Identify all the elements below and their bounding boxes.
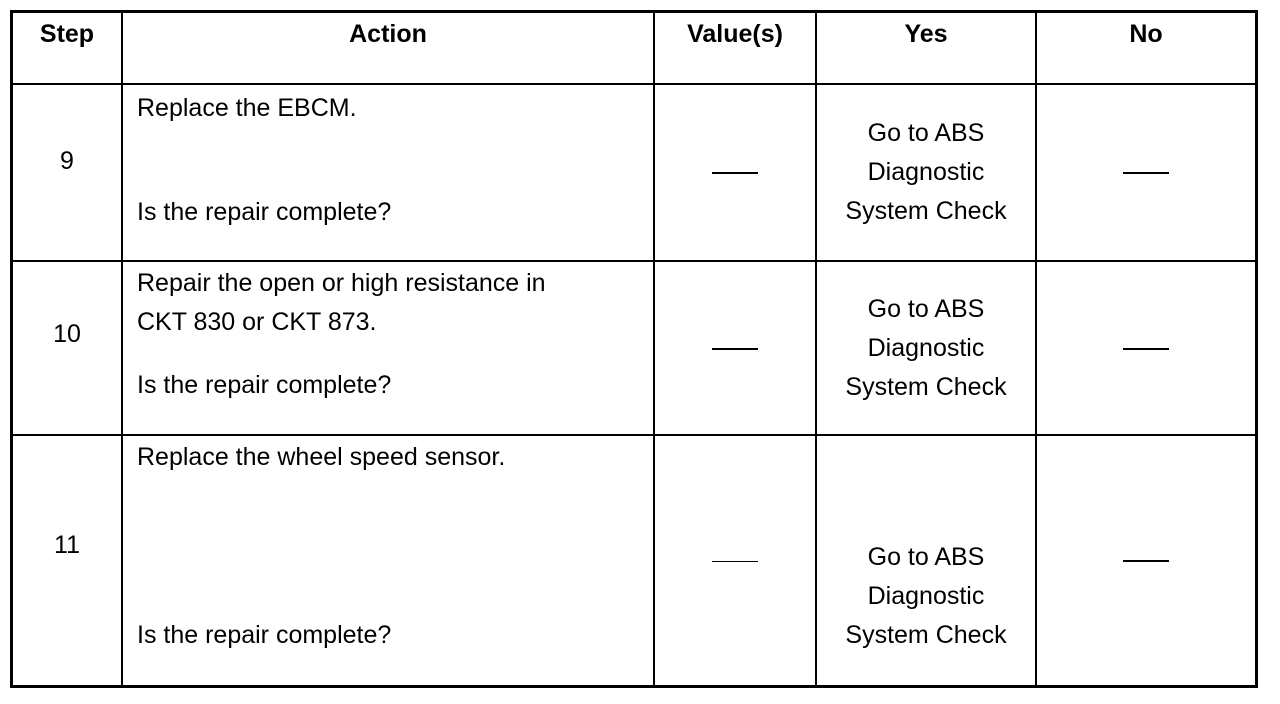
- action-question: Is the repair complete?: [137, 621, 392, 649]
- value-cell: —: [653, 434, 817, 685]
- step-number: 11: [13, 434, 123, 685]
- action-text: Replace the wheel speed sensor.: [137, 443, 506, 471]
- no-cell: —: [1035, 434, 1255, 685]
- action-question: Is the repair complete?: [137, 371, 392, 399]
- value-dash: [712, 347, 758, 350]
- table-row: 11 Replace the wheel speed sensor. Is th…: [13, 434, 1255, 685]
- step-number: 9: [13, 83, 123, 262]
- header-values: Value(s): [653, 13, 817, 85]
- yes-cell: Go to ABS Diagnostic System Check: [815, 260, 1037, 436]
- no-cell: —: [1035, 260, 1255, 436]
- no-dash: [1123, 560, 1169, 563]
- yes-cell: Go to ABS Diagnostic System Check: [815, 434, 1037, 685]
- action-cell: Replace the EBCM. Is the repair complete…: [121, 83, 655, 262]
- table-frame: [10, 10, 1258, 688]
- action-cell: Replace the wheel speed sensor. Is the r…: [121, 434, 655, 685]
- header-no: No: [1035, 13, 1255, 85]
- action-question: Is the repair complete?: [137, 198, 392, 226]
- value-cell: —: [653, 260, 817, 436]
- header-step: Step: [13, 13, 123, 85]
- header-action: Action: [121, 13, 655, 85]
- step-number: 10: [13, 260, 123, 436]
- action-text: Replace the EBCM.: [137, 94, 357, 122]
- no-dash: [1123, 172, 1169, 175]
- no-cell: —: [1035, 83, 1255, 262]
- value-cell: —: [653, 83, 817, 262]
- table-row: 9 Replace the EBCM. Is the repair comple…: [13, 83, 1255, 262]
- value-dash: [712, 172, 758, 175]
- yes-cell: Go to ABS Diagnostic System Check: [815, 83, 1037, 262]
- table-header-row: Step Action Value(s) Yes No: [13, 13, 1255, 85]
- action-text: Repair the open or high resistance in CK…: [137, 269, 546, 336]
- no-dash: [1123, 347, 1169, 350]
- table-row: 10 Repair the open or high resistance in…: [13, 260, 1255, 436]
- value-dash: [712, 560, 758, 562]
- header-yes: Yes: [815, 13, 1037, 85]
- action-cell: Repair the open or high resistance in CK…: [121, 260, 655, 436]
- diagnostic-table: Step Action Value(s) Yes No 9 Replace th…: [13, 13, 1255, 685]
